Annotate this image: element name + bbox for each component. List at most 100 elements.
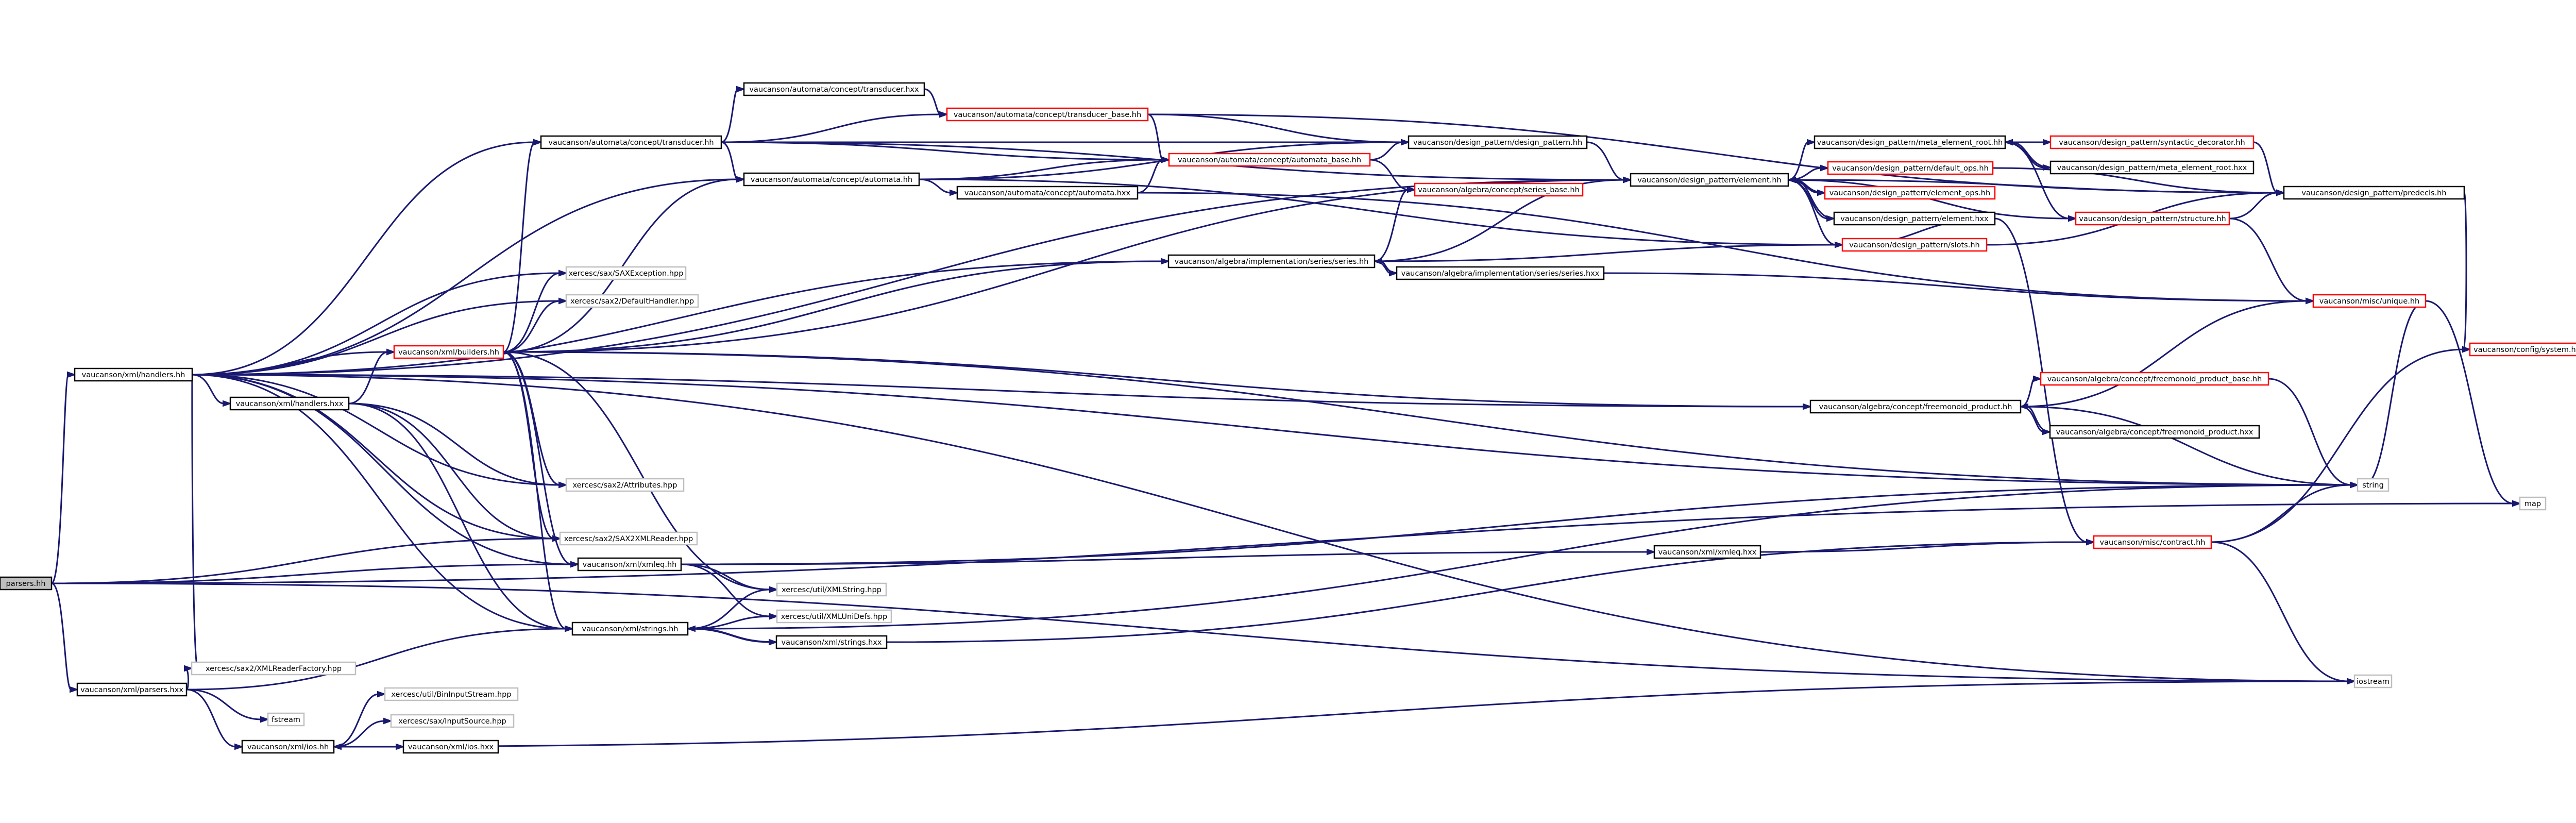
node-fmp-hh[interactable]: vaucanson/algebra/concept/freemonoid_pro… (1809, 399, 2022, 414)
node-series-base-hh[interactable]: vaucanson/algebra/concept/series_base.hh (1414, 182, 1584, 197)
node-box (2353, 674, 2393, 688)
node-DefaultHandler-hpp[interactable]: xercesc/sax2/DefaultHandler.hpp (565, 294, 699, 308)
edge-default_ops_hh-to-predecls_hh (1992, 167, 2278, 194)
node-xmleq-hxx[interactable]: vaucanson/xml/xmleq.hxx (1653, 545, 1761, 559)
edge-parsers_hh-to-xml_parsers_hxx (51, 582, 72, 691)
node-meta-element-root-hh[interactable]: vaucanson/design_pattern/meta_element_ro… (1814, 135, 2006, 149)
node-transducer-base-hh[interactable]: vaucanson/automata/concept/transducer_ba… (946, 107, 1149, 122)
node-transducer-hxx[interactable]: vaucanson/automata/concept/transducer.hx… (743, 82, 925, 96)
edge-automata_hh-to-automata_hxx (919, 178, 952, 194)
node-label: xercesc/sax/SAXException.hpp (569, 270, 684, 278)
edge-arrowhead-xml_handlers_hh-to-xml_handlers_hxx (223, 400, 232, 407)
node-label: vaucanson/xml/strings.hxx (782, 639, 882, 647)
node-series-hh[interactable]: vaucanson/algebra/implementation/series/… (1167, 254, 1376, 268)
edge-parsers_hh-to-xmleq_hh (51, 563, 572, 584)
node-meta-element-root-hxx[interactable]: vaucanson/design_pattern/meta_element_ro… (2049, 160, 2255, 175)
node-parsers-hh[interactable]: parsers.hh (0, 576, 53, 591)
node-default-ops-hh[interactable]: vaucanson/design_pattern/default_ops.hh (1827, 161, 1994, 175)
edge-strings_hxx-to-contract_hh (886, 541, 2088, 643)
edge-arrowhead-transducer_hh-to-automata_hh (736, 176, 745, 183)
node-SAXException-hpp[interactable]: xercesc/sax/SAXException.hpp (565, 266, 687, 280)
edge-xml_builders_hh-to-strings_hh (503, 351, 567, 630)
node-element-ops-hh[interactable]: vaucanson/design_pattern/element_ops.hh (1824, 186, 1996, 200)
node-XMLUniDefs-hpp[interactable]: xercesc/util/XMLUniDefs.hpp (776, 609, 892, 624)
node-xmleq-hh[interactable]: vaucanson/xml/xmleq.hh (577, 557, 682, 572)
node-box (384, 687, 519, 701)
edge-unique_hh-to-string (2363, 300, 2426, 486)
edge-strings_hh-to-XMLString_hpp (687, 589, 771, 630)
node-design-pattern-hh[interactable]: vaucanson/design_pattern/design_pattern.… (1408, 135, 1588, 149)
node-map[interactable]: map (2519, 496, 2547, 511)
edge-meta_element_root_hxx-to-meta_element_root_hh (2011, 141, 2051, 169)
node-automata-hxx[interactable]: vaucanson/automata/concept/automata.hxx (956, 186, 1139, 200)
node-box (776, 582, 887, 597)
node-string[interactable]: string (2357, 478, 2389, 492)
node-Attributes-hpp[interactable]: xercesc/sax2/Attributes.hpp (565, 478, 685, 492)
edge-arrowhead-element_hh-to-meta_element_root_hh (1807, 139, 1816, 146)
edge-transducer_base_hh-to-design_pattern_hh (1147, 113, 1403, 143)
node-fmp-hxx[interactable]: vaucanson/algebra/concept/freemonoid_pro… (2049, 425, 2260, 439)
node-fstream[interactable]: fstream (267, 712, 305, 727)
node-iostream[interactable]: iostream (2353, 674, 2393, 688)
node-transducer-hh[interactable]: vaucanson/automata/concept/transducer.hh (540, 135, 722, 149)
edge-xmleq_hh-to-string (681, 484, 2352, 565)
edge-series_hh-to-series_base_hh (1374, 189, 1409, 262)
node-fmp-base-hh[interactable]: vaucanson/algebra/concept/freemonoid_pro… (2040, 372, 2269, 386)
node-element-hh[interactable]: vaucanson/design_pattern/element.hh (1630, 173, 1789, 187)
node-xml-builders-hh[interactable]: vaucanson/xml/builders.hh (393, 345, 504, 359)
node-label: map (2524, 500, 2541, 508)
node-ios-hh[interactable]: vaucanson/xml/ios.hh (241, 740, 335, 754)
edge-design_pattern_hh-to-element_hh (1586, 141, 1625, 181)
node-label: vaucanson/design_pattern/meta_element_ro… (1817, 139, 2003, 147)
node-strings-hh[interactable]: vaucanson/xml/strings.hh (571, 622, 689, 636)
node-InputSource-hpp[interactable]: xercesc/sax/InputSource.hpp (390, 714, 515, 728)
node-box (1630, 173, 1789, 187)
node-system-hh[interactable]: vaucanson/config/system.hh (2469, 342, 2576, 357)
node-xml-parsers-hxx[interactable]: vaucanson/xml/parsers.hxx (76, 682, 188, 697)
node-label: vaucanson/xml/xmleq.hh (583, 561, 677, 569)
edge-arrowhead-slots_hh-to-predecls_hh (2276, 189, 2285, 196)
node-label: vaucanson/algebra/implementation/series/… (1175, 258, 1369, 266)
node-box (393, 345, 504, 359)
node-automata-base-hh[interactable]: vaucanson/automata/concept/automata_base… (1168, 153, 1371, 167)
node-strings-hxx[interactable]: vaucanson/xml/strings.hxx (775, 635, 888, 649)
edge-arrowhead-strings_hh-to-string (2350, 481, 2359, 489)
edge-arrowhead-strings_hh-to-XMLUniDefs_hpp (769, 613, 778, 620)
node-label: vaucanson/automata/concept/transducer_ba… (954, 111, 1141, 119)
node-box (1809, 399, 2022, 414)
node-ios-hxx[interactable]: vaucanson/xml/ios.hxx (402, 740, 499, 754)
edge-xml_handlers_hh-to-element_hh (192, 179, 1625, 376)
node-predecls-hh[interactable]: vaucanson/design_pattern/predecls.hh (2283, 186, 2465, 200)
node-xml-handlers-hxx[interactable]: vaucanson/xml/handlers.hxx (229, 396, 350, 411)
node-syntactic-decorator-hh[interactable]: vaucanson/design_pattern/syntactic_decor… (2049, 135, 2255, 149)
node-label: vaucanson/config/system.hh (2473, 346, 2576, 354)
node-series-hxx[interactable]: vaucanson/algebra/implementation/series/… (1396, 266, 1605, 280)
node-box (2093, 535, 2212, 549)
node-BinInputStream-hpp[interactable]: xercesc/util/BinInputStream.hpp (384, 687, 519, 701)
edge-arrowhead-ios_hxx-to-ios_hh (332, 743, 342, 750)
edge-arrowhead-fmp_hh-to-unique_hh (2306, 297, 2315, 305)
node-contract-hh[interactable]: vaucanson/misc/contract.hh (2093, 535, 2212, 549)
edge-contract_hh-to-string (2211, 484, 2352, 543)
node-box (743, 172, 920, 187)
node-box (577, 557, 682, 572)
edge-arrowhead-xml_builders_hh-to-series_hh (1161, 258, 1170, 265)
edge-xml_builders_hh-to-series_hh (503, 260, 1163, 353)
edge-arrowhead-xml_builders_hh-to-Attributes_hpp (558, 481, 568, 489)
node-element-hxx[interactable]: vaucanson/design_pattern/element.hxx (1833, 211, 1996, 226)
edge-fmp_hxx-to-fmp_hh (2026, 406, 2050, 433)
node-automata-hh[interactable]: vaucanson/automata/concept/automata.hh (743, 172, 920, 187)
node-SAX2XMLReader-hpp[interactable]: xercesc/sax2/SAX2XMLReader.hpp (559, 531, 698, 546)
node-unique-hh[interactable]: vaucanson/misc/unique.hh (2312, 294, 2427, 308)
node-XMLReaderFactory-hpp[interactable]: xercesc/sax2/XMLReaderFactory.hpp (191, 661, 357, 676)
node-box (76, 682, 188, 697)
node-xml-handlers-hh[interactable]: vaucanson/xml/handlers.hh (74, 367, 193, 382)
edge-meta_element_root_hh-to-structure_hh (2005, 141, 2070, 220)
node-label: vaucanson/design_pattern/element.hh (1637, 176, 1782, 184)
node-XMLString-hpp[interactable]: xercesc/util/XMLString.hpp (776, 582, 887, 597)
edge-xml_handlers_hh-to-Attributes_hpp (192, 374, 561, 486)
node-label: iostream (2357, 678, 2389, 686)
node-structure-hh[interactable]: vaucanson/design_pattern/structure.hh (2075, 211, 2230, 226)
edge-arrowhead-parsers_hh-to-xml_handlers_hh (67, 371, 76, 378)
node-slots-hh[interactable]: vaucanson/design_pattern/slots.hh (1841, 238, 1988, 252)
